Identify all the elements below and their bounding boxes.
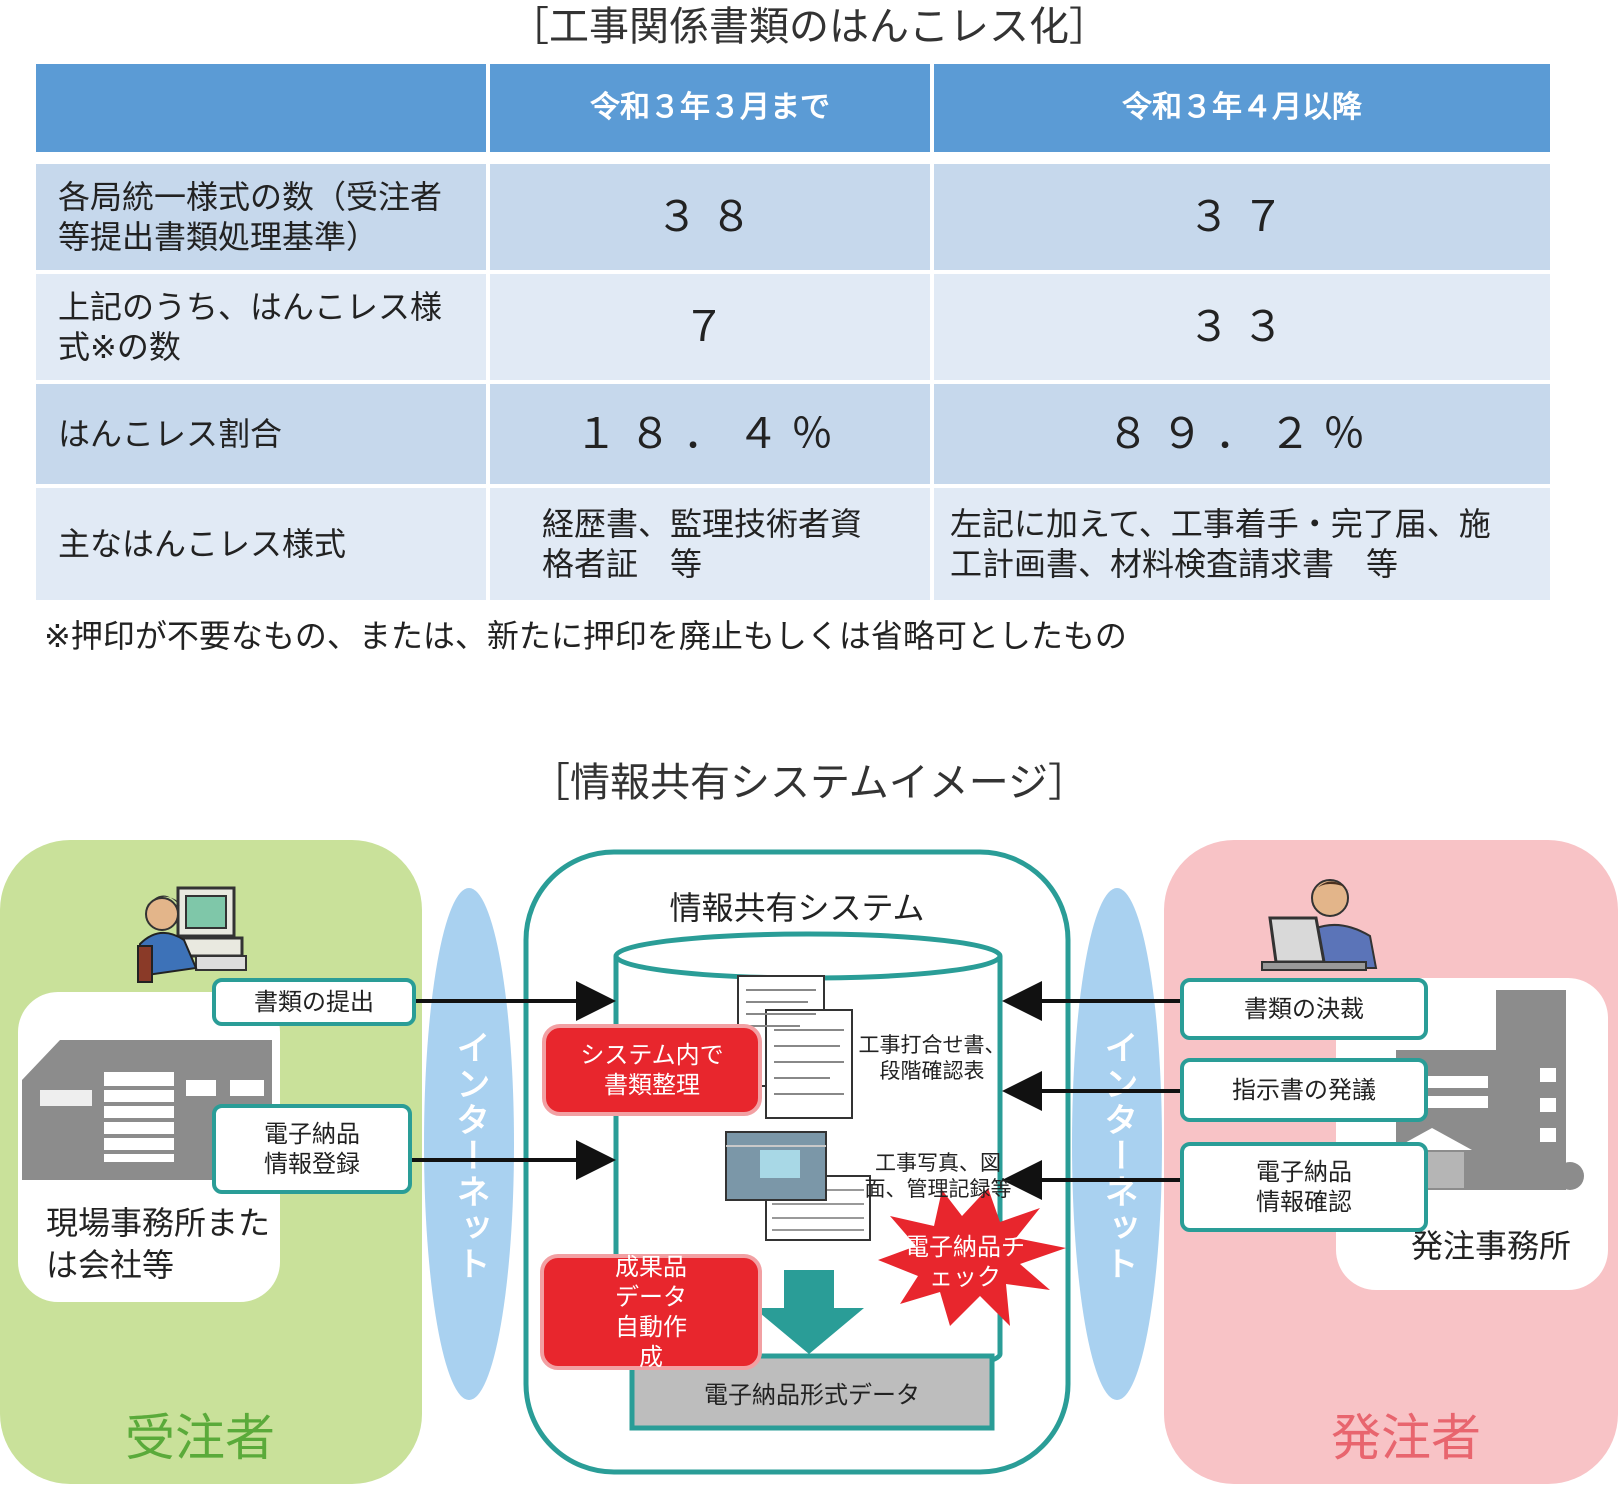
- table-footnote: ※押印が不要なもの、または、新たに押印を廃止もしくは省略可としたもの: [44, 617, 1127, 655]
- auto-create-box: 成果品データ自動作成: [540, 1253, 762, 1371]
- document-icon: [737, 975, 853, 1119]
- table-cell-value: ３８: [490, 164, 930, 270]
- output-arrow: [754, 1270, 864, 1354]
- organize-docs-box: システム内で書類整理: [542, 1024, 762, 1116]
- internet-label-right: インターネット: [1098, 1030, 1138, 1282]
- contractor-title: 受注者: [125, 1409, 275, 1467]
- document-caption: 工事打合せ書、段階確認表: [858, 1033, 1006, 1083]
- check-burst-label: 電子納品チェック: [905, 1233, 1025, 1291]
- table-cell-value: １８．４％: [490, 384, 930, 484]
- photo-drawing-icon: [725, 1131, 871, 1241]
- client-person-icon: [1261, 879, 1378, 971]
- table-cell-value: ８９．２％: [934, 384, 1550, 484]
- table-header-after: 令和３年４月以降: [934, 64, 1550, 152]
- submit-docs-label: 書類の提出: [212, 978, 416, 1026]
- diagram-title: ［情報共有システムイメージ］: [530, 760, 1088, 806]
- table-header-before: 令和３年３月まで: [490, 64, 930, 152]
- internet-ellipse-right: [1072, 888, 1162, 1400]
- internet-label-left: インターネット: [450, 1030, 490, 1282]
- issue-instructions-label: 指示書の発議: [1180, 1058, 1428, 1122]
- table-row-label: はんこレス割合: [36, 384, 486, 484]
- output-label: 電子納品形式データ: [704, 1380, 920, 1409]
- table-title: ［工事関係書類のはんこレス化］: [509, 4, 1109, 50]
- table-header-empty: [36, 64, 486, 152]
- contractor-office-label: 現場事務所または会社等: [46, 1204, 271, 1284]
- table-row-label: 主なはんこレス様式: [36, 488, 486, 600]
- table-cell-value: ３７: [934, 164, 1550, 270]
- confirm-info-label: 電子納品情報確認: [1180, 1142, 1428, 1232]
- photo-caption: 工事写真、図面、管理記録等: [864, 1151, 1012, 1201]
- table-row-label: 各局統一様式の数（受注者等提出書類処理基準）: [36, 164, 486, 270]
- register-info-label: 電子納品情報登録: [212, 1104, 412, 1194]
- table-cell-value: ３３: [934, 274, 1550, 380]
- table-cell-value: ７: [490, 274, 930, 380]
- internet-ellipse-left: [424, 888, 514, 1400]
- client-office-label: 発注事務所: [1410, 1227, 1571, 1265]
- table-cell-text: 左記に加えて、工事着手・完了届、施工計画書、材料検査請求書 等: [934, 488, 1550, 600]
- table-cell-text: 経歴書、監理技術者資格者証 等: [490, 488, 930, 600]
- system-title: 情報共有システム: [669, 889, 925, 927]
- approve-docs-label: 書類の決裁: [1180, 978, 1428, 1040]
- table-row-label: 上記のうち、はんこレス様式※の数: [36, 274, 486, 380]
- contractor-person-icon: [137, 886, 247, 983]
- check-burst-shape: [878, 1188, 1066, 1326]
- client-title: 発注者: [1331, 1409, 1481, 1467]
